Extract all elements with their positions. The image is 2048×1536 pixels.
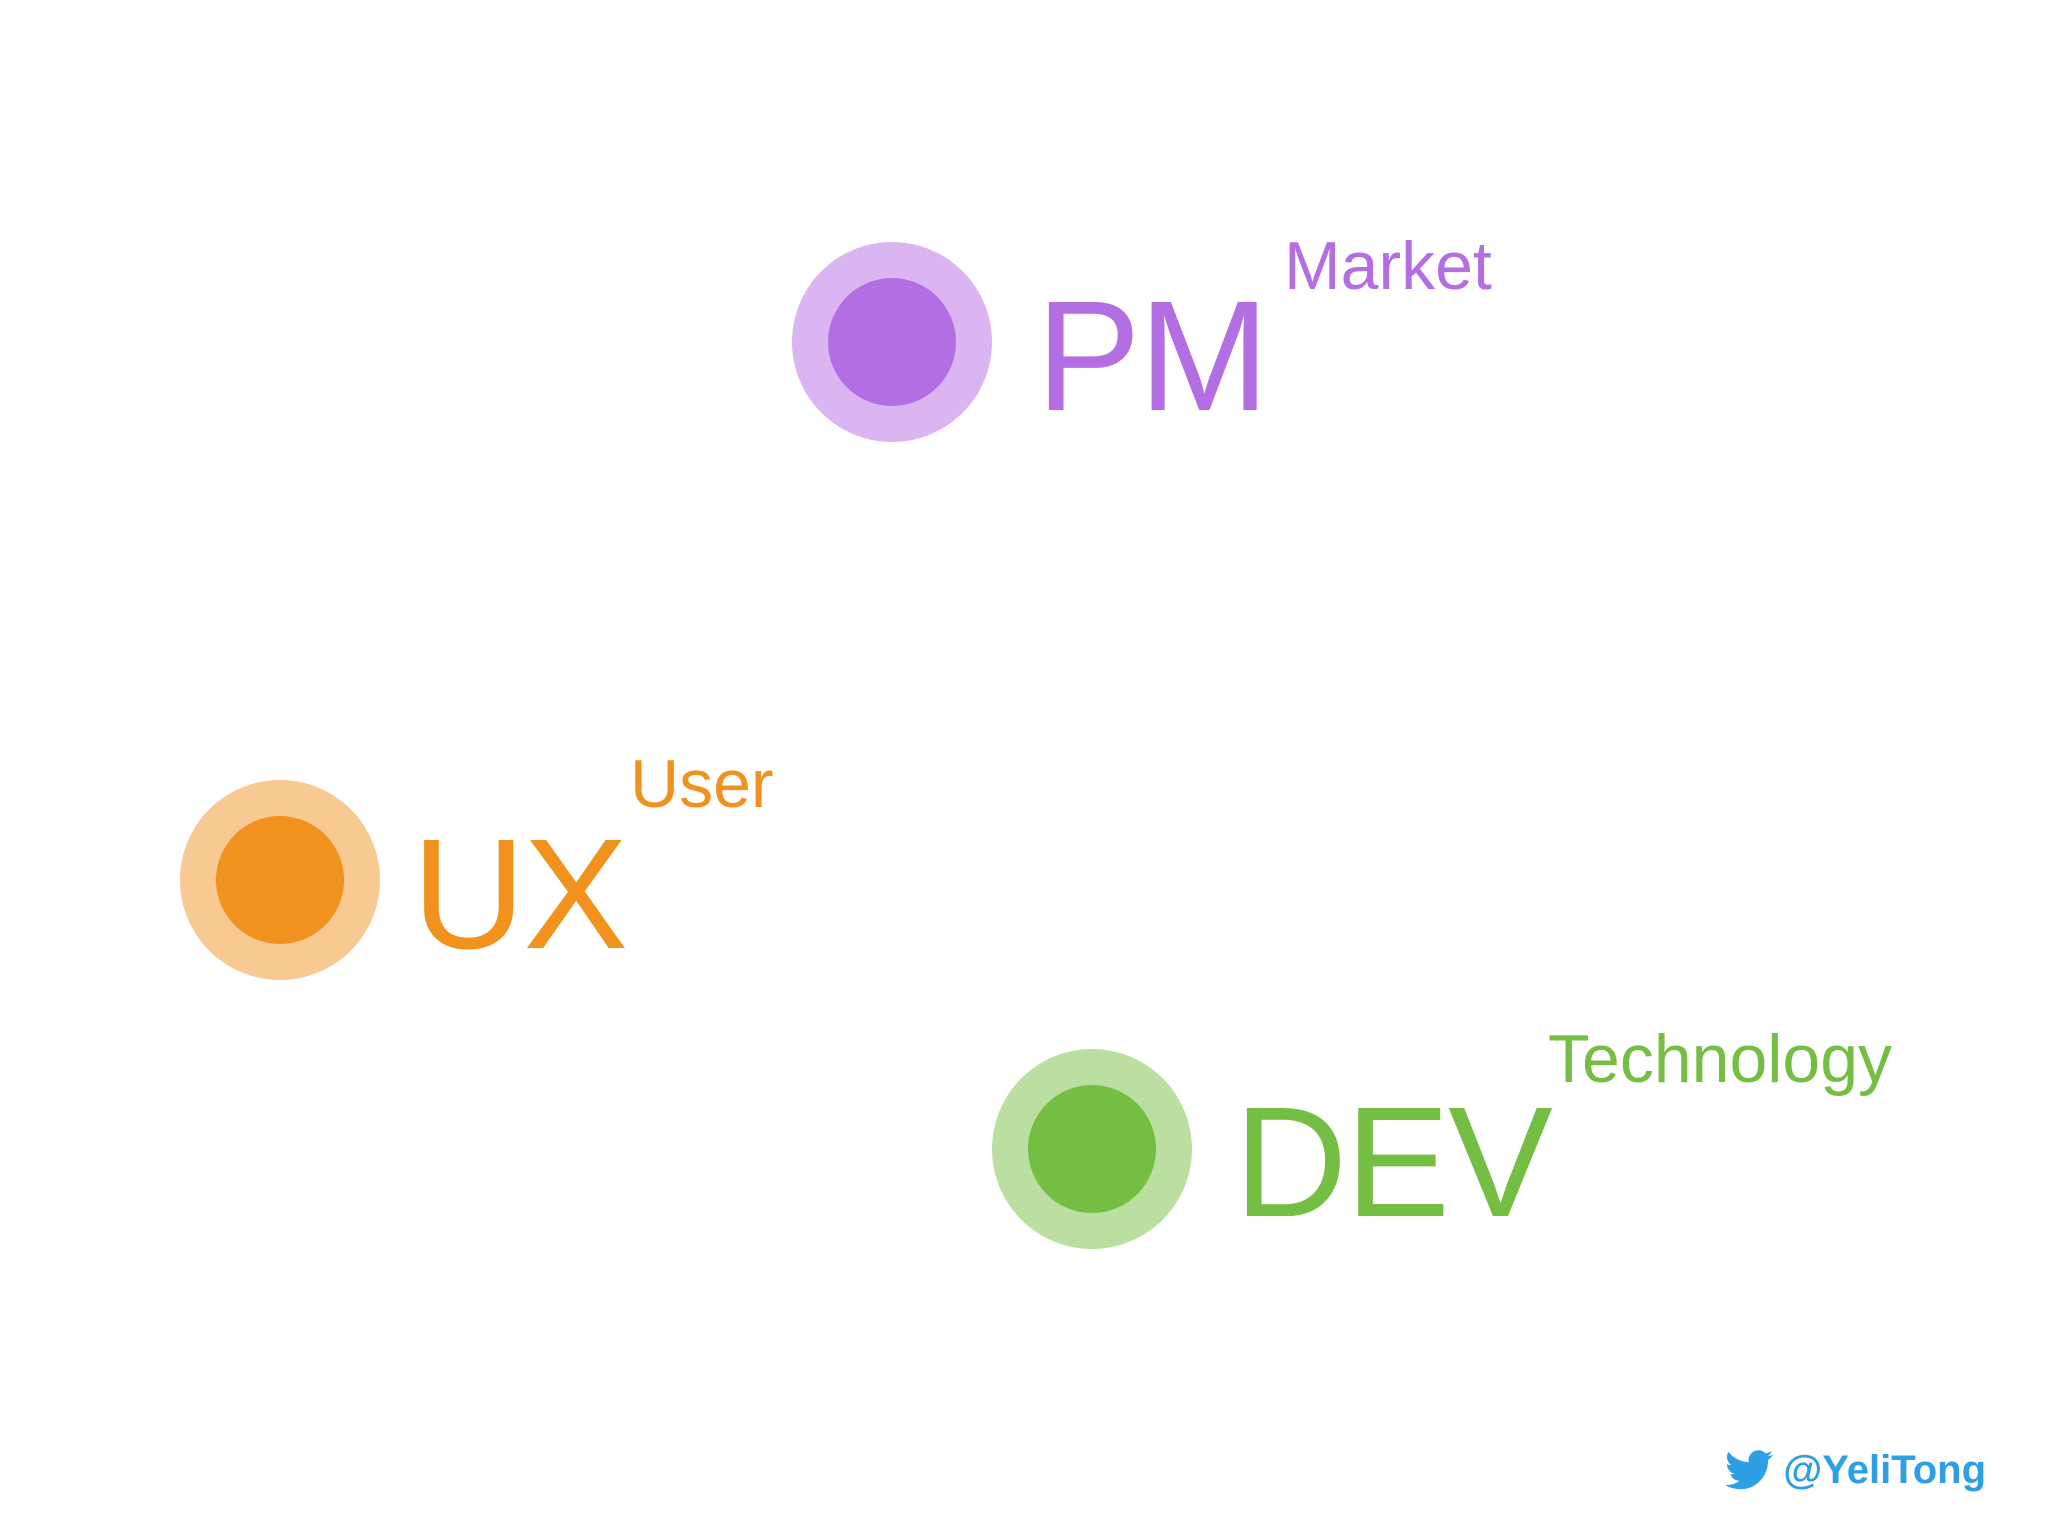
dev-label: DEV (1234, 1075, 1553, 1250)
ux-inner-circle (216, 816, 344, 944)
twitter-handle[interactable]: @YeliTong (1725, 1450, 1986, 1490)
pm-sublabel: Market (1284, 228, 1492, 304)
pm-inner-circle (828, 278, 956, 406)
dev-sublabel: Technology (1548, 1021, 1893, 1097)
ux-sublabel: User (630, 746, 774, 822)
twitter-handle-text[interactable]: @YeliTong (1783, 1448, 1986, 1492)
dev-inner-circle (1028, 1085, 1156, 1213)
ux-label: UX (412, 807, 628, 982)
pm-label: PM (1036, 269, 1269, 444)
twitter-bird-icon (1725, 1450, 1774, 1490)
